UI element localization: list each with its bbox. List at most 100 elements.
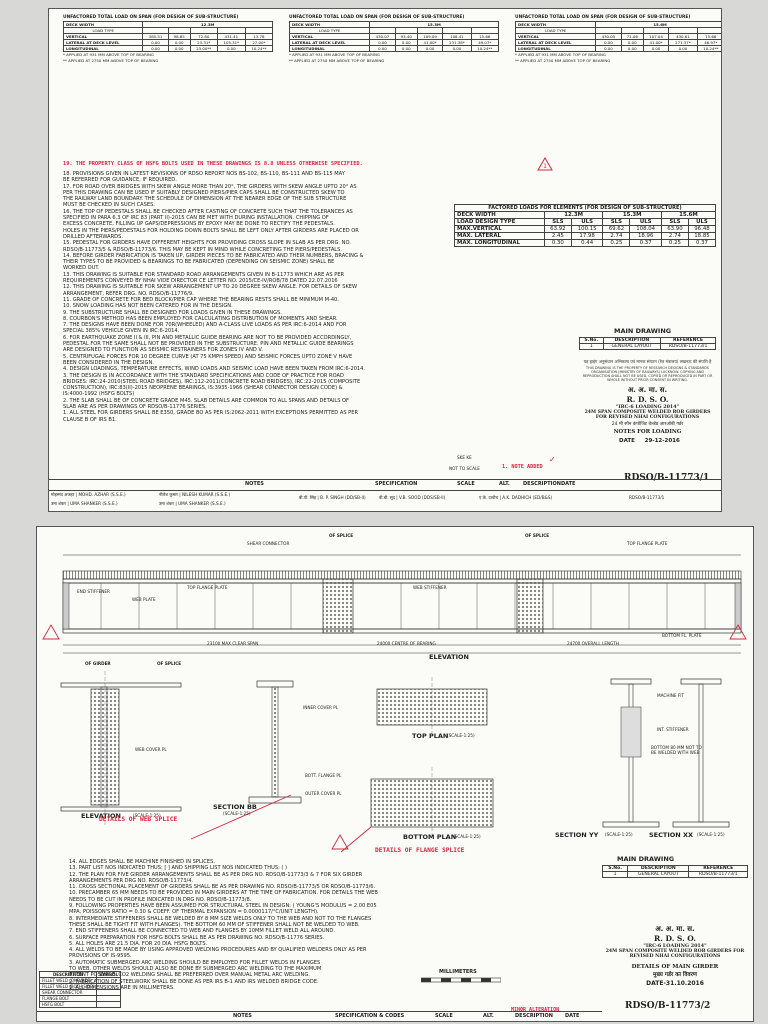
outer-cover-label: OUTER COVER PL bbox=[305, 791, 342, 796]
table-cell: 0.00 bbox=[668, 45, 698, 52]
strip-label: SPECIFICATION & CODES bbox=[335, 1013, 405, 1019]
note-line: 5. CENTRIFUGAL FORCES FOR 10 DEGREE CURV… bbox=[63, 353, 353, 360]
limit-state-header: ULS bbox=[629, 218, 662, 226]
divider bbox=[49, 479, 721, 480]
table-footnote: ** APPLIED AT 2750 MM ABOVE TOP OF BEARI… bbox=[63, 57, 159, 63]
note-line: ARRANGEMENTS PER DRG NO. RDSO/B-11773/4. bbox=[69, 877, 194, 884]
table-footnote: ** APPLIED AT 2750 MM ABOVE TOP OF BEARI… bbox=[515, 57, 611, 63]
org-hindi-2: अ. अ. मा. स. bbox=[655, 925, 695, 933]
table-cell: 0.00 bbox=[642, 45, 670, 52]
note-line: BRIDGES: IRC:24-2010(STEEL ROAD BRIDGES)… bbox=[63, 378, 361, 385]
drawing-number-2: RDSO/B-11773/2 bbox=[625, 1001, 711, 1011]
bottom-no-weld-label: BOTTOM 80 MM NOT TO BE WELDED WITH WEB bbox=[651, 745, 702, 755]
strip-label: DATE bbox=[565, 1013, 580, 1019]
title-block-2: अ. अ. मा. स. R. D. S. O. "IRC-6 LOADING … bbox=[602, 891, 748, 987]
signature-entry: उमा शंकर | UMA SHANKER (S.S.E.) bbox=[159, 501, 226, 506]
note-line: THESE SHALL BE TIGHT FIT WITH FLANGES). … bbox=[69, 921, 360, 928]
limit-state-header: SLS bbox=[602, 218, 631, 226]
note-line: IS:4000-1992 (HSFG BOLTS) bbox=[63, 391, 135, 398]
note-line: 10. SNOW LOADING HAS NOT BEEN CATERED FO… bbox=[63, 303, 233, 310]
of-splice-label-3: OF SPLICE bbox=[157, 661, 182, 666]
org-name: R. D. S. O. bbox=[626, 395, 669, 404]
table-cell: 1 bbox=[601, 871, 629, 878]
table-cell: 0.00 bbox=[620, 45, 644, 52]
table-cell: LONGITUDINAL bbox=[62, 45, 144, 52]
table-title: UNFACTORED TOTAL LOAD ON SPAN (FOR DESIG… bbox=[515, 15, 691, 20]
note-line: HOLES IN THE PIERS/PEDESTALS FOR HOLDING… bbox=[63, 227, 359, 234]
strip-label: DESCRIPTION bbox=[523, 481, 561, 487]
table-footnote: ** APPLIED AT 2750 MM ABOVE TOP OF BEARI… bbox=[289, 57, 385, 63]
copyright-note: THIS DRAWING IS THE PROPERTY OF RESEARCH… bbox=[582, 366, 713, 382]
limit-state-header: SLS bbox=[660, 218, 689, 226]
alteration-note-2: MINOR ALTERATION bbox=[511, 1007, 560, 1013]
note-line: 2. THE SLAB SHALL BE OF CONCRETE GRADE M… bbox=[63, 397, 349, 404]
load-design-type-label: LOAD DESIGN TYPE bbox=[454, 218, 545, 226]
notes-list-2: 14. ALL EDGES SHALL BE MACHINE FINISHED … bbox=[69, 859, 539, 991]
note-line: 5. ALL HOLES ARE 21.5 DIA. FOR 20 DIA. H… bbox=[69, 940, 208, 947]
date-value: 29-12-2016 bbox=[644, 437, 680, 444]
of-girder-label: OF GIRDER bbox=[85, 661, 111, 666]
table-cell: 96.48 bbox=[687, 225, 717, 233]
table-cell: 18.85 bbox=[687, 232, 717, 240]
signature-entry: बी.पी. सिंह | B. P. SINGH (DD/SB-II) bbox=[299, 495, 366, 500]
table-cell: 0.00 bbox=[216, 45, 246, 52]
table-cell: 18.96 bbox=[629, 232, 662, 240]
girder-elevation-drawing bbox=[42, 554, 747, 654]
dim-clear-span: 23100 MAX CLEAR SPAN bbox=[207, 641, 259, 646]
note-line: 9. THE SUBSTRUCTURE SHALL BE DESIGNED FO… bbox=[63, 309, 282, 316]
note-line: PROVISIONS OF IS-9595. bbox=[69, 953, 132, 960]
bott-flange-label: BOTT. FLANGE PL bbox=[305, 773, 342, 778]
dim-centre-bearing: 24000 CENTRE OF BEARING bbox=[377, 641, 436, 646]
factored-loads-table: FACTORED LOADS FOR ELEMENTS (FOR DESIGN … bbox=[454, 204, 717, 247]
drawing-desc-2-2: 24M SPAN COMPOSITE WELDED ROB GIRDERS FO… bbox=[605, 949, 745, 960]
int-stiffener-label: INT. STIFFENER bbox=[657, 727, 689, 732]
table-title: UNFACTORED TOTAL LOAD ON SPAN (FOR DESIG… bbox=[289, 15, 465, 20]
deck-width-label: DECK WIDTH bbox=[454, 211, 545, 219]
note-line: PEDESTAL FOR THE SAME SHALL NOT BE PROVI… bbox=[63, 341, 354, 348]
note-line: MPA, POISSON'S RATIO = 0.30 & COEFF. OF … bbox=[69, 909, 319, 916]
table-cell: 0.00 bbox=[442, 45, 472, 52]
note-line: 7. END STIFFENERS SHALL BE CONNECTED TO … bbox=[69, 928, 335, 935]
table-cell: 1 bbox=[579, 343, 604, 350]
divider bbox=[37, 1011, 602, 1012]
view-scale-section-bb: (SCALE-1:25) bbox=[223, 811, 251, 816]
note-line: 14. ALL EDGES SHALL BE MACHINE FINISHED … bbox=[69, 859, 215, 865]
table-cell: 2.45 bbox=[543, 232, 572, 240]
table-cell: 108.04 bbox=[629, 225, 662, 233]
note-line: 8. COURBON'S METHOD HAS BEEN EMPLOYED FO… bbox=[63, 315, 338, 322]
table-cell: 2.74 bbox=[660, 232, 689, 240]
note-line: 16. THE TOP OF PEDESTALS SHALL BE CHECKE… bbox=[63, 208, 353, 215]
web-cover-label: WEB COVER PL bbox=[135, 747, 167, 752]
table-cell: 69.62 bbox=[602, 225, 631, 233]
scale-note-1: SKE KE bbox=[457, 455, 472, 460]
unfactored-load-table: UNFACTORED TOTAL LOAD ON SPAN (FOR DESIG… bbox=[288, 15, 500, 63]
table-cell: GENERAL LAYOUT bbox=[627, 871, 690, 878]
note-line: 1. ALL STEEL FOR GIRDERS SHALL BE E350, … bbox=[63, 410, 359, 417]
note-line: DRILLED AFTERWARDS. bbox=[63, 233, 123, 240]
drawing-desc-2: 24M SPAN COMPOSITE WELDED ROB GIRDERS FO… bbox=[584, 410, 711, 421]
title-block: यह ड्राइंग अनुसंधान अभिकल्प एवं मानक संग… bbox=[579, 359, 716, 467]
of-splice-label-2: OF SPLICE bbox=[525, 533, 550, 538]
table-cell: 63.92 bbox=[543, 225, 572, 233]
view-scale-elevation: (SCALE-1:25) bbox=[133, 813, 161, 818]
divider bbox=[49, 490, 721, 491]
legend-row: HSFG BOLT bbox=[38, 1001, 121, 1008]
bottom-flange-plate-label: BOTTOM FL. PLATE bbox=[662, 633, 702, 638]
table-cell: 0.37 bbox=[629, 239, 662, 247]
note-line: 1. ALL DIMENSIONS ARE IN MILLIMETERS. bbox=[69, 984, 175, 991]
note-line: REQUIREMENTS CONVEYED BY NHAI VIDE DIREC… bbox=[63, 278, 338, 285]
top-flange-plate-label-2: TOP FLANGE PLATE bbox=[627, 541, 668, 546]
note-line: 6. SURFACE PREPARATION FOR HSFG BOLTS SH… bbox=[69, 934, 325, 941]
main-drawing-title-2: MAIN DRAWING bbox=[617, 855, 675, 863]
note-line: EXTENT POSSIBLE. CO2 WELDING SHALL BE PR… bbox=[69, 972, 310, 979]
note-line: 6. FOR EARTHQUAKE ZONE II & III, PIN AND… bbox=[63, 334, 352, 341]
